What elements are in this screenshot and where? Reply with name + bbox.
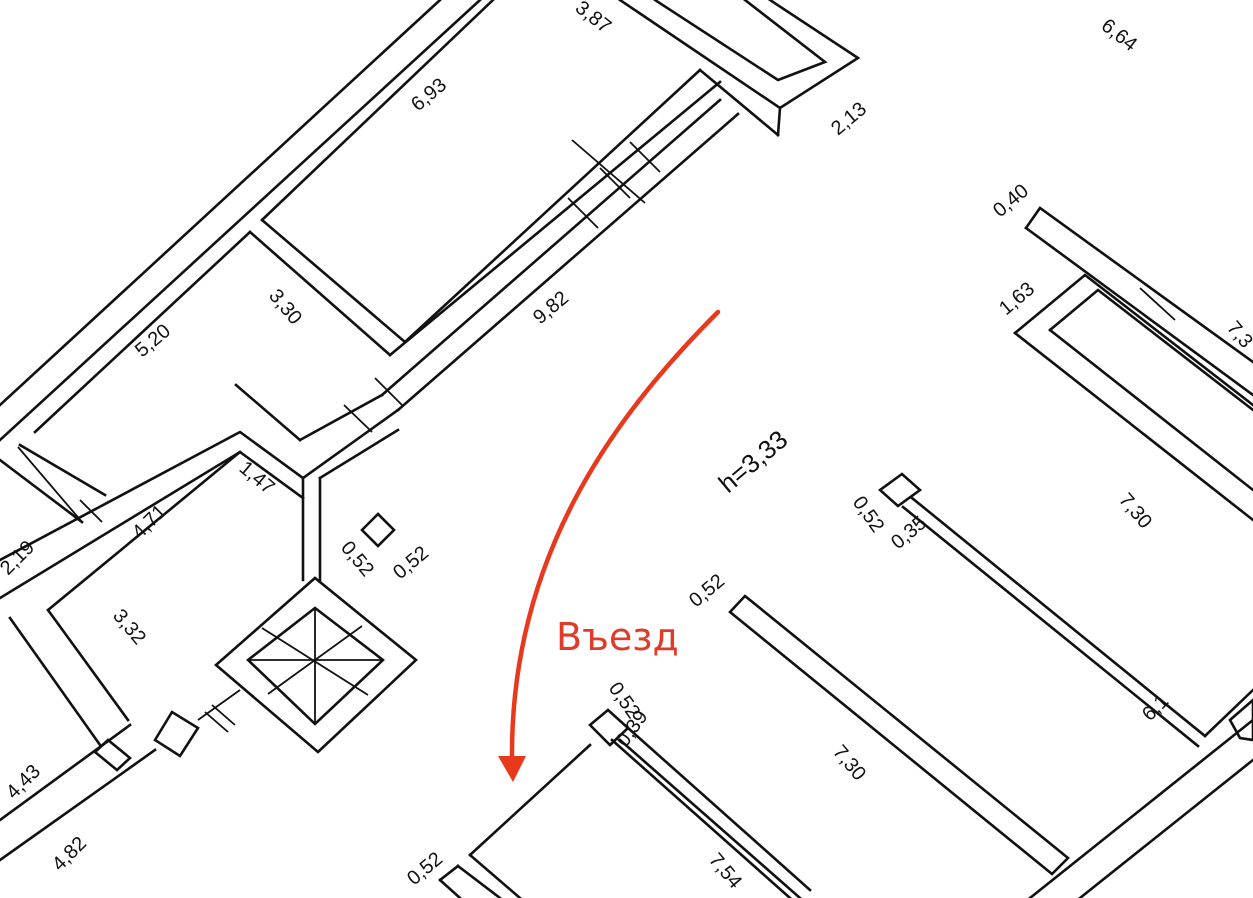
dim-0-40: 0,40 bbox=[989, 180, 1033, 222]
dim-0-35: 0,35 bbox=[887, 512, 931, 554]
dim-7-54: 7,54 bbox=[704, 849, 746, 893]
lower-middle-walls bbox=[438, 708, 812, 898]
right-walls bbox=[728, 206, 1253, 898]
entry-arrow bbox=[498, 309, 721, 782]
upper-left-walls bbox=[0, 0, 861, 582]
dim-0-52-left: 0,52 bbox=[685, 570, 729, 612]
dim-4-82: 4,82 bbox=[48, 832, 91, 875]
entry-label: Въезд bbox=[556, 615, 679, 659]
dim-1-47: 1,47 bbox=[235, 457, 279, 499]
dim-4-71: 4,71 bbox=[128, 500, 171, 543]
dim-7-30-right: 7,30 bbox=[1114, 489, 1156, 533]
dim-9-82: 9,82 bbox=[529, 287, 573, 329]
dim-3-30: 3,30 bbox=[264, 285, 306, 329]
arrow-head-icon bbox=[498, 756, 526, 782]
ventilation-shaft bbox=[214, 576, 418, 754]
dim-5-20: 5,20 bbox=[131, 320, 175, 362]
dim-3-32: 3,32 bbox=[108, 605, 150, 649]
room-4-71 bbox=[0, 430, 305, 747]
dim-1-63: 1,63 bbox=[995, 278, 1039, 320]
ceiling-height-label: h=3,33 bbox=[713, 424, 794, 499]
small-column bbox=[360, 512, 396, 548]
dim-6-93: 6,93 bbox=[407, 74, 451, 116]
dim-0-52-bottom: 0,52 bbox=[403, 848, 447, 890]
dim-3-87: 3,87 bbox=[571, 0, 615, 38]
dim-2-13: 2,13 bbox=[827, 98, 871, 140]
dim-6-64: 6,64 bbox=[1097, 15, 1141, 56]
dim-0-52-col: 0,52 bbox=[848, 492, 888, 537]
dim-0-52-a: 0,52 bbox=[336, 537, 378, 581]
lower-left-walls bbox=[0, 689, 241, 862]
dim-4-43: 4,43 bbox=[2, 760, 45, 803]
dim-7-30-center: 7,30 bbox=[828, 741, 870, 785]
dim-7-3-top: 7,3 bbox=[1222, 317, 1253, 352]
dim-0-52-b: 0,52 bbox=[389, 542, 433, 584]
